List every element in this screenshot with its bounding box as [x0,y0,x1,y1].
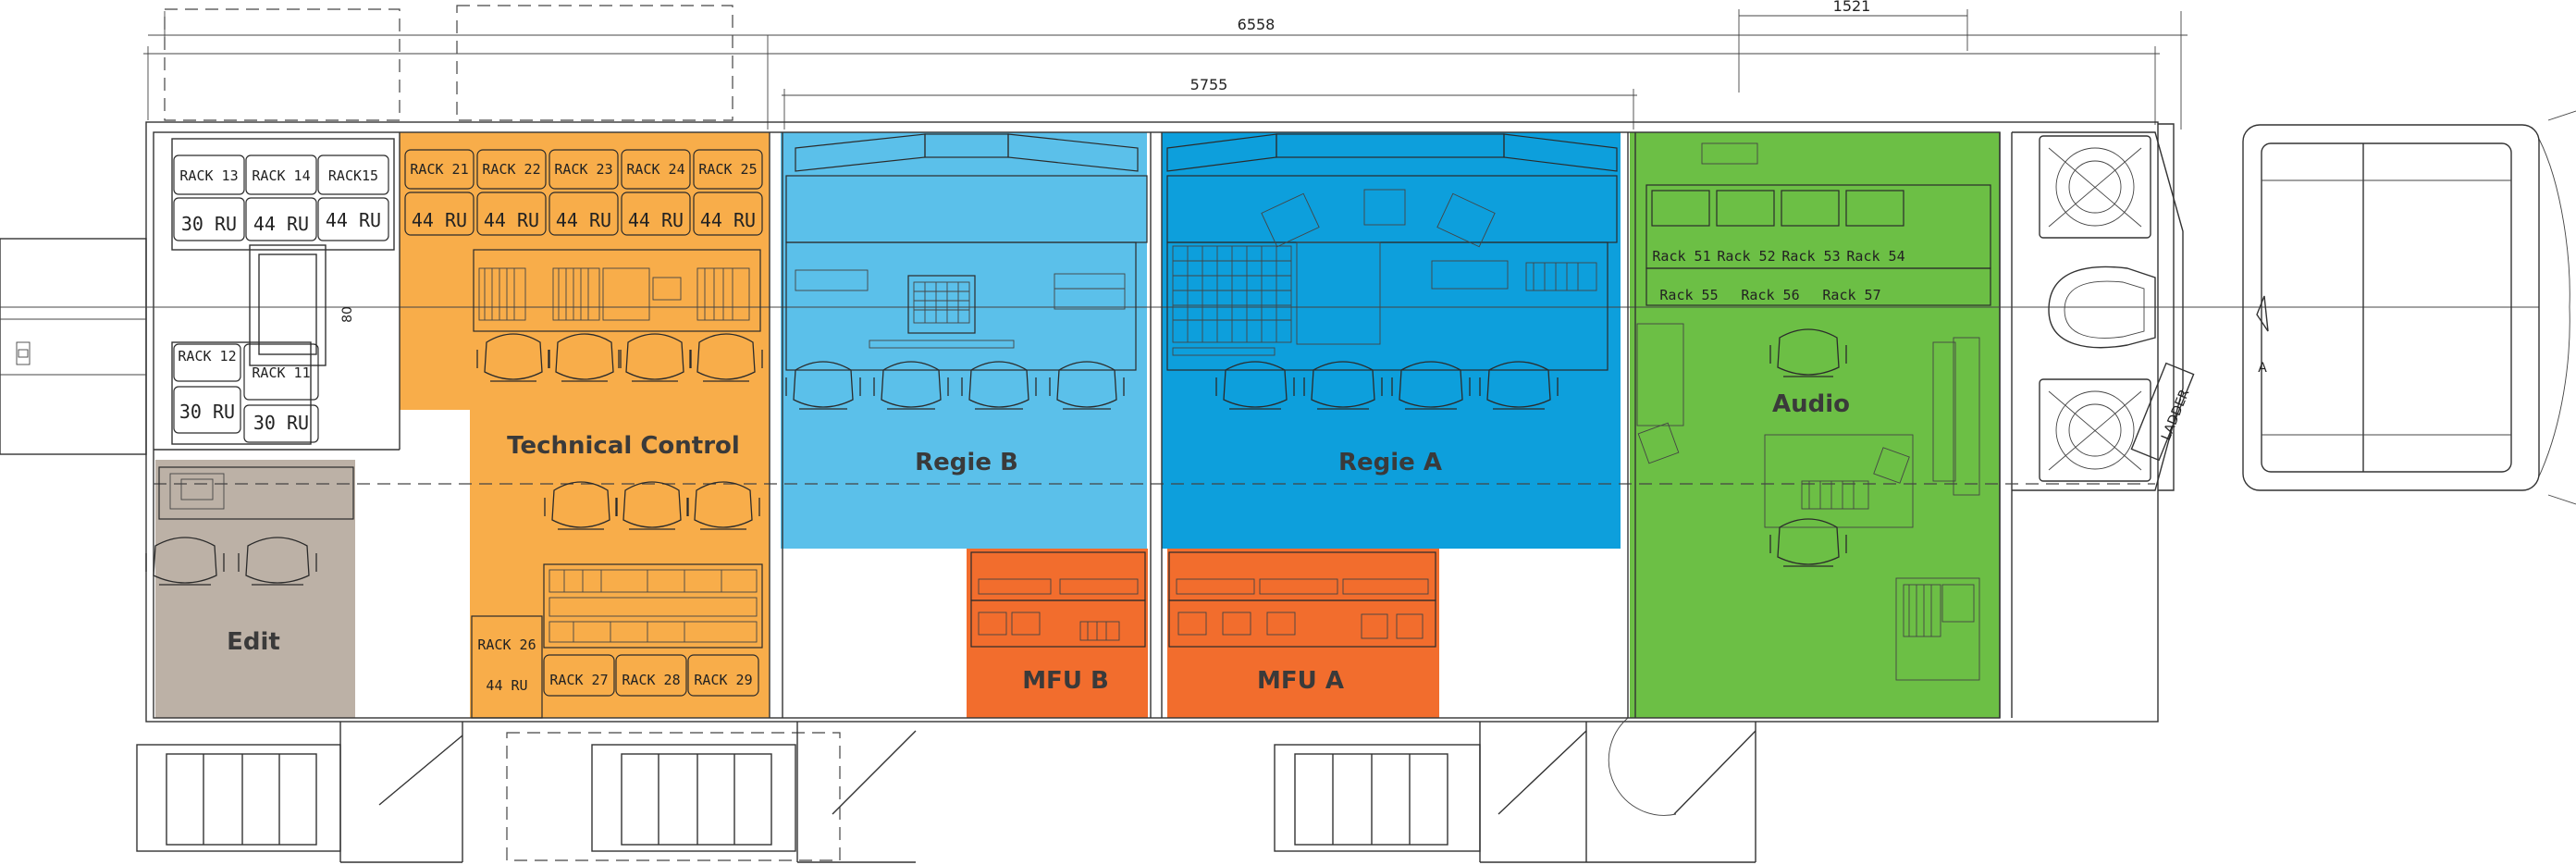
zone-label-edit: Edit [227,628,280,656]
section-a-marker: A [2258,361,2267,376]
rack-51-label: Rack 51 [1652,248,1710,265]
rack-57-label: Rack 57 [1822,287,1880,303]
dimension-inner: 5755 [1190,76,1228,93]
rack-26-label: RACK 26 [477,636,536,653]
trailer-outline [0,121,2539,723]
zone-label-technical: Technical Control [507,432,740,460]
bottom-slideouts [136,717,1756,863]
rack-11-label: RACK 11 [252,365,310,381]
zone-technical-top [400,132,770,410]
racks-row-13-15: RACK 13 RACK 14 RACK15 30 RU 44 RU 44 RU [173,154,389,241]
rack-52-label: Rack 52 [1717,248,1775,265]
chair [1049,361,1125,410]
regie-b-equipment [785,133,1148,371]
racks-row-21-25: RACK 21 RACK 22 RACK 23 RACK 24 RACK 25 … [404,149,763,236]
rack-28-label: RACK 28 [622,672,680,688]
zone-audio [1630,132,2000,718]
rack-12-units: 30 RU [179,401,235,423]
racks-row-26-29: RACK 26 44 RU RACK 27 RACK 28 RACK 29 [471,615,759,719]
audio-equipment: Rack 51 Rack 52 Rack 53 Rack 54 Rack 55 … [1636,142,1991,681]
ladder-label: LADDER [2159,387,2193,442]
rack-23-units: 44 RU [556,209,611,231]
rack-14-label: RACK 14 [252,167,310,184]
regie-a-equipment [1166,133,1618,371]
rack-24-label: RACK 24 [626,161,684,178]
zone-regie-a [1162,132,1621,549]
offset-dimension: 80 [340,306,355,323]
chair [544,481,618,530]
rack-room-left [171,138,395,445]
chair [785,361,861,410]
racks-row-11-12: RACK 12 RACK 11 30 RU 30 RU [173,343,319,443]
dimension-cab: 1521 [1833,0,1871,15]
rack-27-label: RACK 27 [549,672,608,688]
rack-12-label: RACK 12 [178,348,236,365]
rack-55-label: Rack 55 [1659,287,1718,303]
chair [618,333,692,382]
chair [873,361,949,410]
zone-edit [155,460,355,718]
chair [1215,361,1295,410]
rack-54-label: Rack 54 [1846,248,1904,265]
chair [961,361,1037,410]
chair [615,481,689,530]
chairs [145,328,1847,586]
chair [689,333,763,382]
zone-label-audio: Audio [1772,390,1850,418]
chair [145,537,225,586]
rack-14-units: 44 RU [253,213,309,235]
chair [238,537,317,586]
rack-22-units: 44 RU [484,209,539,231]
tractor-cab: LADDER A [2012,110,2576,505]
rack-11-units: 30 RU [253,412,309,434]
zone-mfu-b [967,549,1148,718]
zone-label-regie-a: Regie A [1338,449,1442,476]
dimension-lines: 6558 5755 1521 [143,0,2188,130]
rack-13-label: RACK 13 [179,167,238,184]
rack-24-units: 44 RU [628,209,684,231]
zone-label-mfu-b: MFU B [1022,667,1109,695]
rack-53-label: Rack 53 [1781,248,1840,265]
technical-console-top [473,249,761,332]
edit-equipment [158,466,354,520]
chair [1391,361,1471,410]
slideout-outlines-top [164,5,733,121]
chair [1769,328,1847,377]
rack-29-label: RACK 29 [694,672,752,688]
chair [1479,361,1559,410]
rack-22-label: RACK 22 [482,161,540,178]
mfu-b-equipment [970,551,1146,648]
chair [1769,518,1847,567]
chair [1303,361,1383,410]
rack-23-label: RACK 23 [554,161,612,178]
rack-25-label: RACK 25 [698,161,757,178]
rack-15-units: 44 RU [326,209,381,231]
zone-label-regie-b: Regie B [915,449,1018,476]
rack-56-label: Rack 56 [1741,287,1799,303]
rack-15-label: RACK15 [328,167,378,184]
chair [548,333,622,382]
zone-mfu-a [1167,549,1439,718]
dimension-overall: 6558 [1238,16,1276,33]
mfu-a-equipment [1168,551,1436,648]
rack-21-units: 44 RU [412,209,467,231]
rack-25-units: 44 RU [700,209,756,231]
rack-21-label: RACK 21 [410,161,468,178]
rack-13-units: 30 RU [181,213,237,235]
technical-console-bottom [543,563,763,649]
chair [686,481,760,530]
chair [476,333,550,382]
rack-26-units: 44 RU [486,677,527,694]
zone-label-mfu-a: MFU A [1257,667,1344,695]
